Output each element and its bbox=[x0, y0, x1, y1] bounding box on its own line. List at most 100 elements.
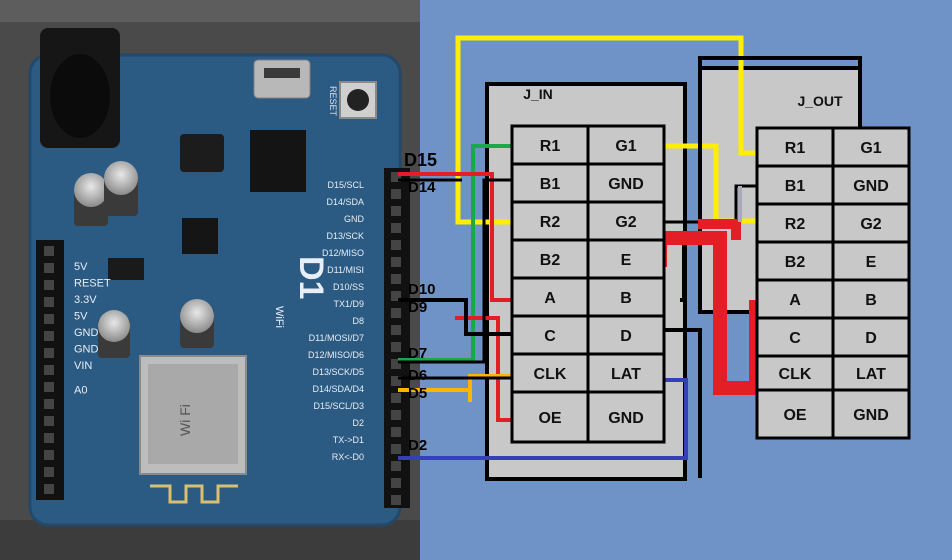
right-pin-label: D10/SS bbox=[333, 282, 364, 292]
header-pin bbox=[391, 478, 401, 488]
j-out-cell bbox=[831, 126, 911, 168]
j-out-cell bbox=[831, 240, 911, 282]
header-pin bbox=[391, 444, 401, 454]
j-in-title: J_IN bbox=[523, 86, 553, 102]
j-in-pin-label: R1 bbox=[540, 138, 561, 155]
header-pin bbox=[391, 427, 401, 437]
j-in-pin-label: GND bbox=[608, 410, 644, 427]
header-pin bbox=[44, 467, 54, 477]
j-out-pin-label: C bbox=[789, 330, 801, 347]
header-pin bbox=[44, 348, 54, 358]
j-out-cell bbox=[831, 388, 911, 440]
header-pin bbox=[391, 274, 401, 284]
pin-label: D10 bbox=[408, 281, 436, 298]
right-pin-label: D12/MISO bbox=[322, 248, 364, 258]
left-pin-label: GND bbox=[74, 327, 99, 339]
diagram-region: J_IN J_OUT bbox=[398, 35, 911, 481]
j-in-cell bbox=[510, 390, 590, 444]
right-pin-label: D8 bbox=[352, 316, 364, 326]
header-pin bbox=[391, 240, 401, 250]
header-pin bbox=[391, 461, 401, 471]
j-in-pin-label: G2 bbox=[615, 214, 636, 231]
j-out-pin-label: B bbox=[865, 292, 877, 309]
header-pin bbox=[44, 331, 54, 341]
right-pin-label: TX->D1 bbox=[333, 435, 364, 445]
header-pin bbox=[391, 189, 401, 199]
header-pin bbox=[44, 263, 54, 273]
j-in-cell bbox=[510, 200, 590, 242]
j-out-pin-label: D bbox=[865, 330, 877, 347]
j-in-pin-label: GND bbox=[608, 176, 644, 193]
right-pin-label: D11/MOSI/D7 bbox=[309, 333, 364, 343]
pin-label: D14 bbox=[408, 179, 436, 196]
j-in-pin-label: CLK bbox=[534, 366, 567, 383]
left-pin-label: 5V bbox=[74, 261, 88, 273]
header-pin bbox=[391, 376, 401, 386]
right-pin-label: D15/SCL/D3 bbox=[313, 401, 364, 411]
right-pin-label: D2 bbox=[352, 418, 364, 428]
wire-black-d10 bbox=[398, 298, 520, 336]
j-out-pin-label: R2 bbox=[785, 216, 806, 233]
j-in-pin-label: B bbox=[620, 290, 632, 307]
header-pin bbox=[391, 308, 401, 318]
j-out-cell bbox=[831, 316, 911, 358]
regulator bbox=[108, 258, 144, 280]
j-in-pin-label: B2 bbox=[540, 252, 561, 269]
j-out-pin-label: B1 bbox=[785, 178, 806, 195]
left-pin-label: 3.3V bbox=[74, 294, 97, 306]
right-pin-label: TX1/D9 bbox=[333, 299, 364, 309]
header-pin bbox=[391, 206, 401, 216]
header-pin bbox=[44, 314, 54, 324]
header-pin bbox=[391, 495, 401, 505]
header-pin bbox=[391, 410, 401, 420]
header-pin bbox=[391, 393, 401, 403]
chip-sublabel: WiFi bbox=[273, 306, 285, 328]
wire-orange-d5 bbox=[398, 374, 530, 392]
j-in-cell bbox=[586, 124, 666, 166]
j-out-pin-label: CLK bbox=[779, 366, 812, 383]
right-pin-label: D11/MISI bbox=[327, 265, 364, 275]
wire-black-d7 bbox=[398, 178, 520, 364]
capacitor bbox=[74, 161, 214, 358]
j-out-cell bbox=[831, 164, 911, 206]
j-in-pin-label: C bbox=[544, 328, 556, 345]
header-pin bbox=[44, 399, 54, 409]
header-pin bbox=[44, 280, 54, 290]
pin-label: D9 bbox=[408, 299, 427, 316]
header-pin bbox=[44, 416, 54, 426]
header-pin bbox=[391, 172, 401, 182]
module-label: Wi Fi bbox=[177, 404, 193, 436]
j-out-pin-label: R1 bbox=[785, 140, 806, 157]
wire-black-b1 bbox=[654, 184, 768, 224]
header-pin bbox=[391, 342, 401, 352]
micro-usb bbox=[253, 59, 311, 99]
wire-yellow-r1 bbox=[455, 35, 768, 225]
left-pin-label: GND bbox=[74, 344, 99, 356]
pin-label: D6 bbox=[408, 367, 427, 384]
header-pin bbox=[44, 450, 54, 460]
j-in-pin-label: G1 bbox=[615, 138, 636, 155]
wire-green-d15 bbox=[398, 144, 522, 362]
j-in-pin-label: B1 bbox=[540, 176, 561, 193]
wire-red-d9 bbox=[455, 316, 518, 422]
header-pin bbox=[391, 325, 401, 335]
header-pin bbox=[44, 484, 54, 494]
j-out-pin-label: GND bbox=[853, 178, 889, 195]
pin-label: D5 bbox=[408, 385, 427, 402]
j-in-pin-label: OE bbox=[538, 410, 561, 427]
j-out-pin-label: B2 bbox=[785, 254, 806, 271]
right-pin-label: D15/SCL bbox=[327, 180, 364, 190]
j-out-pin-label: A bbox=[789, 292, 801, 309]
j-in-cell bbox=[586, 390, 666, 444]
header-pin bbox=[44, 433, 54, 443]
header-pin bbox=[391, 359, 401, 369]
antenna bbox=[150, 484, 238, 504]
j-in-cell bbox=[510, 162, 590, 204]
inductor bbox=[180, 134, 224, 172]
left-pin-label: RESET bbox=[74, 278, 111, 290]
j-out-cell bbox=[755, 388, 835, 440]
j-in-pin-label: LAT bbox=[611, 366, 641, 383]
header-pin bbox=[44, 382, 54, 392]
j-out-cell bbox=[755, 164, 835, 206]
